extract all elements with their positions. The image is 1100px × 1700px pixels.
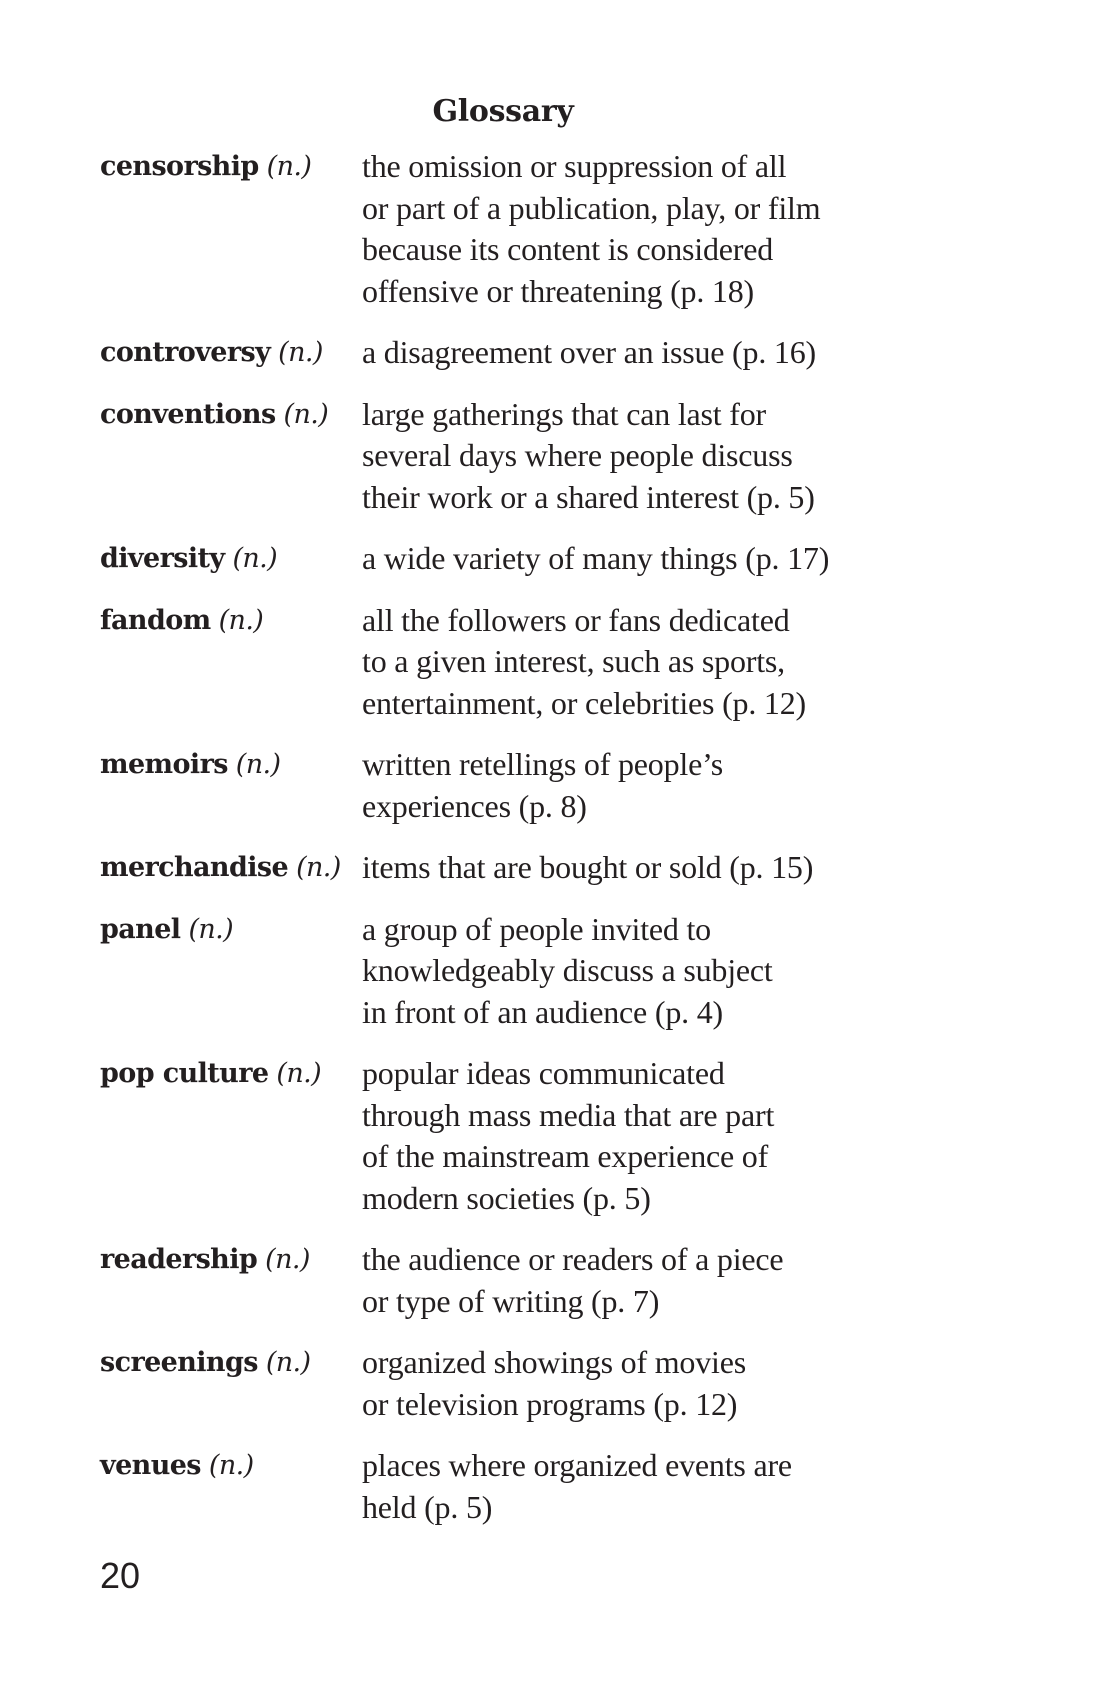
definition-line: items that are bought or sold (p. 15): [362, 849, 814, 885]
glossary-entry: merchandise (n.)items that are bought or…: [100, 847, 1000, 889]
part-of-speech: (n.): [218, 604, 264, 636]
glossary-entry: screenings (n.)organized showings of mov…: [100, 1342, 1000, 1425]
term-word: readership: [100, 1244, 258, 1275]
definition-line: their work or a shared interest (p. 5): [362, 478, 815, 515]
glossary-definition: a wide variety of many things (p. 17): [362, 538, 902, 580]
definition-line: offensive or threatening (p. 18): [362, 272, 754, 309]
definition-line: of the mainstream experience of: [362, 1138, 769, 1174]
part-of-speech: (n.): [296, 852, 341, 883]
glossary-entry: memoirs (n.)written retellings of people…: [100, 744, 1000, 827]
glossary-list: censorship (n.)the omission or suppressi…: [100, 146, 1000, 1548]
glossary-definition: the audience or readers of a piece or typ…: [362, 1239, 902, 1322]
part-of-speech: (n.): [235, 749, 281, 780]
glossary-definition: a group of people invited to knowledgeabl…: [362, 909, 902, 1034]
page-number: 20: [100, 1555, 141, 1596]
glossary-term: screenings (n.): [100, 1342, 362, 1384]
glossary-definition: a disagreement over an issue (p. 16): [362, 332, 902, 374]
part-of-speech: (n.): [188, 913, 234, 945]
definition-line: organized showings of movies: [362, 1344, 746, 1380]
definition-line: a wide variety of many things (p. 17): [362, 540, 830, 576]
definition-line: entertainment, or celebrities (p. 12): [362, 684, 806, 721]
definition-line: to a given interest, such as sports,: [362, 643, 785, 679]
definition-line: a group of people invited to: [362, 910, 711, 947]
glossary-definition: organized showings of movies or televisio…: [362, 1342, 902, 1425]
term-word: pop culture: [100, 1058, 269, 1089]
glossary-entry: pop culture (n.)popular ideas communicat…: [100, 1053, 1000, 1219]
part-of-speech: (n.): [232, 543, 278, 574]
glossary-definition: items that are bought or sold (p. 15): [362, 847, 902, 889]
definition-line: experiences (p. 8): [362, 787, 587, 824]
glossary-definition: written retellings of people’s experience…: [362, 744, 902, 827]
glossary-term: pop culture (n.): [100, 1053, 362, 1095]
part-of-speech: (n.): [265, 1347, 311, 1378]
glossary-term: readership (n.): [100, 1239, 362, 1281]
glossary-definition: the omission or suppression of all or par…: [362, 146, 902, 312]
glossary-term: censorship (n.): [100, 146, 362, 188]
glossary-term: merchandise (n.): [100, 847, 362, 889]
glossary-term: venues (n.): [100, 1445, 362, 1487]
definition-line: a disagreement over an issue (p. 16): [362, 334, 816, 370]
glossary-definition: popular ideas communicated through mass m…: [362, 1053, 902, 1219]
definition-line: because its content is considered: [362, 231, 774, 267]
part-of-speech: (n.): [276, 1058, 322, 1089]
definition-line: popular ideas communicated: [362, 1055, 725, 1091]
definition-line: through mass media that are part: [362, 1096, 775, 1133]
term-word: screenings: [100, 1347, 258, 1378]
page-title: Glossary: [432, 94, 574, 129]
definition-line: knowledgeably discuss a subject: [362, 952, 773, 988]
definition-line: held (p. 5): [362, 1488, 493, 1525]
term-word: panel: [100, 913, 181, 945]
definition-line: all the followers or fans dedicated: [362, 601, 790, 638]
definition-line: the omission or suppression of all: [362, 148, 787, 184]
glossary-definition: large gatherings that can last for severa…: [362, 394, 902, 519]
definition-line: the audience or readers of a piece: [362, 1241, 784, 1277]
glossary-definition: all the followers or fans dedicated to a …: [362, 600, 902, 725]
definition-line: or type of writing (p. 7): [362, 1282, 660, 1319]
glossary-entry: readership (n.)the audience or readers o…: [100, 1239, 1000, 1322]
term-word: conventions: [100, 398, 276, 430]
part-of-speech: (n.): [283, 398, 329, 430]
term-word: fandom: [100, 604, 211, 636]
term-word: controversy: [100, 337, 271, 368]
glossary-term: panel (n.): [100, 909, 362, 951]
term-word: memoirs: [100, 749, 228, 780]
definition-line: modern societies (p. 5): [362, 1179, 651, 1216]
glossary-entry: diversity (n.)a wide variety of many thi…: [100, 538, 1000, 580]
definition-line: or television programs (p. 12): [362, 1385, 738, 1422]
part-of-speech: (n.): [265, 1244, 310, 1275]
part-of-speech: (n.): [266, 151, 312, 182]
glossary-term: diversity (n.): [100, 538, 362, 580]
term-word: merchandise: [100, 852, 289, 883]
definition-line: several days where people discuss: [362, 437, 793, 473]
definition-line: places where organized events are: [362, 1447, 792, 1483]
definition-line: or part of a publication, play, or film: [362, 189, 821, 226]
glossary-term: memoirs (n.): [100, 744, 362, 786]
glossary-entry: censorship (n.)the omission or suppressi…: [100, 146, 1000, 312]
glossary-entry: controversy (n.)a disagreement over an i…: [100, 332, 1000, 374]
definition-line: written retellings of people’s: [362, 746, 724, 782]
glossary-term: controversy (n.): [100, 332, 362, 374]
glossary-entry: venues (n.)places where organized events…: [100, 1445, 1000, 1528]
glossary-entry: fandom (n.)all the followers or fans ded…: [100, 600, 1000, 725]
definition-line: in front of an audience (p. 4): [362, 993, 723, 1030]
glossary-entry: conventions (n.)large gatherings that ca…: [100, 394, 1000, 519]
definition-line: large gatherings that can last for: [362, 395, 767, 432]
term-word: venues: [100, 1450, 202, 1481]
glossary-term: conventions (n.): [100, 394, 362, 436]
term-word: diversity: [100, 543, 225, 574]
term-word: censorship: [100, 151, 259, 182]
glossary-term: fandom (n.): [100, 600, 362, 642]
part-of-speech: (n.): [278, 337, 323, 368]
glossary-definition: places where organized events are held (p…: [362, 1445, 902, 1528]
part-of-speech: (n.): [208, 1450, 254, 1481]
